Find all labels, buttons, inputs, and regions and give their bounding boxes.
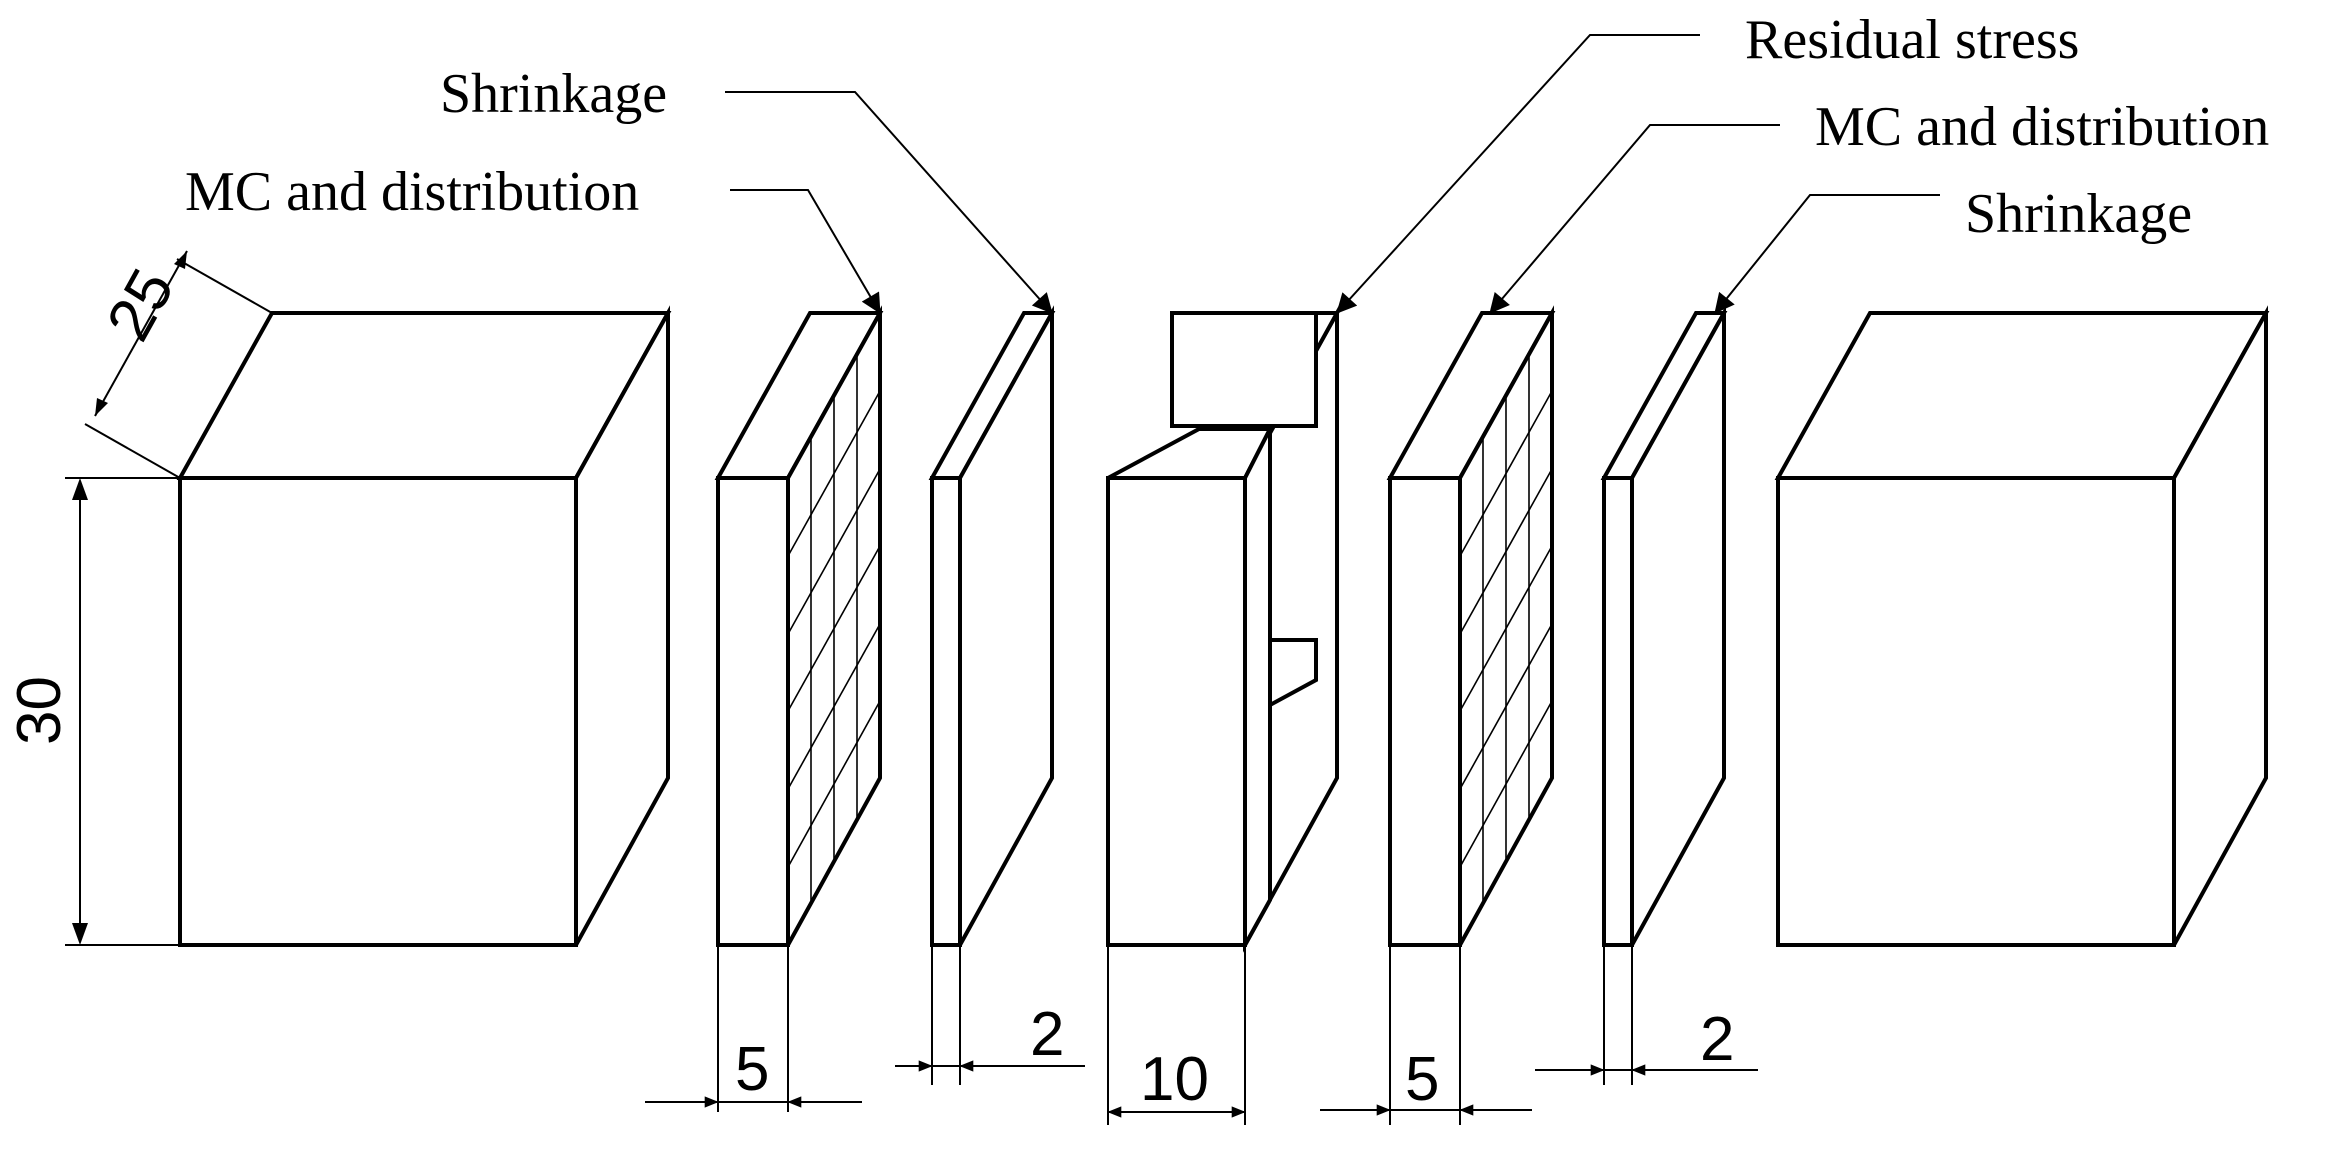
label-shrinkage-left: Shrinkage [440, 63, 667, 125]
left-block [176, 305, 672, 947]
dim-label-mc-left: 5 [735, 1035, 769, 1104]
dim-label-height: 30 [5, 676, 74, 745]
stress-slice [1106, 305, 1341, 953]
mc-grid-left [787, 354, 881, 904]
label-mc-right: MC and distribution [1815, 96, 2269, 158]
label-mc-left: MC and distribution [185, 161, 639, 223]
leader-mc-right [1489, 124, 1780, 314]
dim-label-shrink-left: 2 [1030, 1000, 1064, 1069]
dimensions: 25 30 5 2 10 5 [5, 250, 1758, 1125]
dim-label-mc-right: 5 [1405, 1045, 1439, 1114]
label-shrinkage-right: Shrinkage [1965, 183, 2192, 245]
label-residual-stress: Residual stress [1745, 9, 2079, 71]
right-block [1774, 305, 2270, 947]
dim-label-shrink-right: 2 [1700, 1005, 1734, 1074]
leader-shrinkage-left [725, 91, 1053, 314]
annotations: Shrinkage MC and distribution Residual s… [185, 9, 2269, 314]
mc-slice-left [714, 305, 884, 947]
leader-shrinkage-right [1714, 194, 1940, 314]
dim-line-depth [94, 250, 188, 417]
leader-mc-left [730, 189, 881, 314]
leader-residual-stress [1336, 34, 1700, 314]
mc-slice-right [1386, 305, 1556, 947]
dim-label-stress: 10 [1140, 1045, 1209, 1114]
mc-grid-right [1459, 354, 1553, 904]
shrink-slice-left [928, 305, 1056, 947]
shrink-slice-right [1600, 305, 1728, 947]
dim-label-depth: 25 [94, 258, 188, 352]
